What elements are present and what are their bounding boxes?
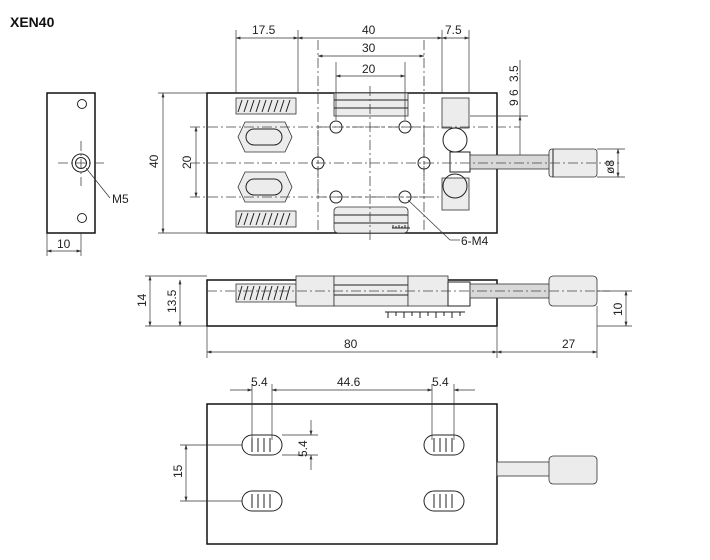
- side-view: M5 10: [46, 92, 129, 256]
- dim-13-5: 13.5: [165, 289, 179, 313]
- dim-30: 30: [362, 41, 376, 55]
- front-view: 6-M4 17.5 40 7.5 30 20 40 20 9 6 3.5: [147, 23, 625, 248]
- dim-14: 14: [135, 293, 149, 307]
- dim-6: 6: [507, 89, 521, 96]
- dim-3-5: 3.5: [507, 65, 521, 82]
- bottom-slot: [241, 490, 283, 512]
- bottom-slot: [423, 434, 465, 456]
- slot-top-left: [245, 128, 283, 146]
- dim-5-4-left: 5.4: [251, 375, 268, 389]
- bottom-slot: [423, 490, 465, 512]
- dim-7-5: 7.5: [445, 23, 462, 37]
- vernier-scale: [385, 311, 465, 318]
- screw-housing: [449, 151, 471, 173]
- dim-5-4-right: 5.4: [432, 375, 449, 389]
- dim-44-6: 44.6: [337, 375, 361, 389]
- dim-40-top: 40: [362, 23, 376, 37]
- dim-80: 80: [344, 337, 358, 351]
- side-view-hole-top: [77, 99, 87, 109]
- bottom-view: 5.4 44.6 5.4 5.4 15: [171, 375, 598, 545]
- dim-knob-diameter: ø8: [603, 160, 617, 174]
- dim-10-knob: 10: [611, 302, 625, 316]
- slot-bottom-left: [245, 178, 283, 196]
- tapped-holes: [311, 120, 431, 204]
- tapped-holes-callout: 6-M4: [461, 234, 489, 248]
- dim-20-top: 20: [362, 62, 376, 76]
- dim-9: 9: [507, 99, 521, 106]
- dim-17-5: 17.5: [252, 23, 276, 37]
- dim-5-4-slot: 5.4: [296, 440, 310, 457]
- dim-27: 27: [562, 337, 576, 351]
- spring-coils-top: [237, 99, 291, 226]
- lead-screw: [469, 154, 551, 170]
- dim-20-left: 20: [180, 155, 194, 169]
- elevation-view: 14 13.5 80 27 10: [135, 275, 632, 358]
- bottom-view-body: [206, 403, 498, 545]
- dim-15: 15: [171, 464, 185, 478]
- side-view-hole-bottom: [77, 213, 87, 223]
- drawing-title: XEN40: [10, 14, 55, 30]
- m5-callout: M5: [112, 192, 129, 206]
- dim-40-height: 40: [147, 154, 161, 168]
- bottom-slot: [241, 434, 283, 456]
- side-view-width-dim: 10: [57, 237, 71, 251]
- m5-leader: [85, 167, 111, 199]
